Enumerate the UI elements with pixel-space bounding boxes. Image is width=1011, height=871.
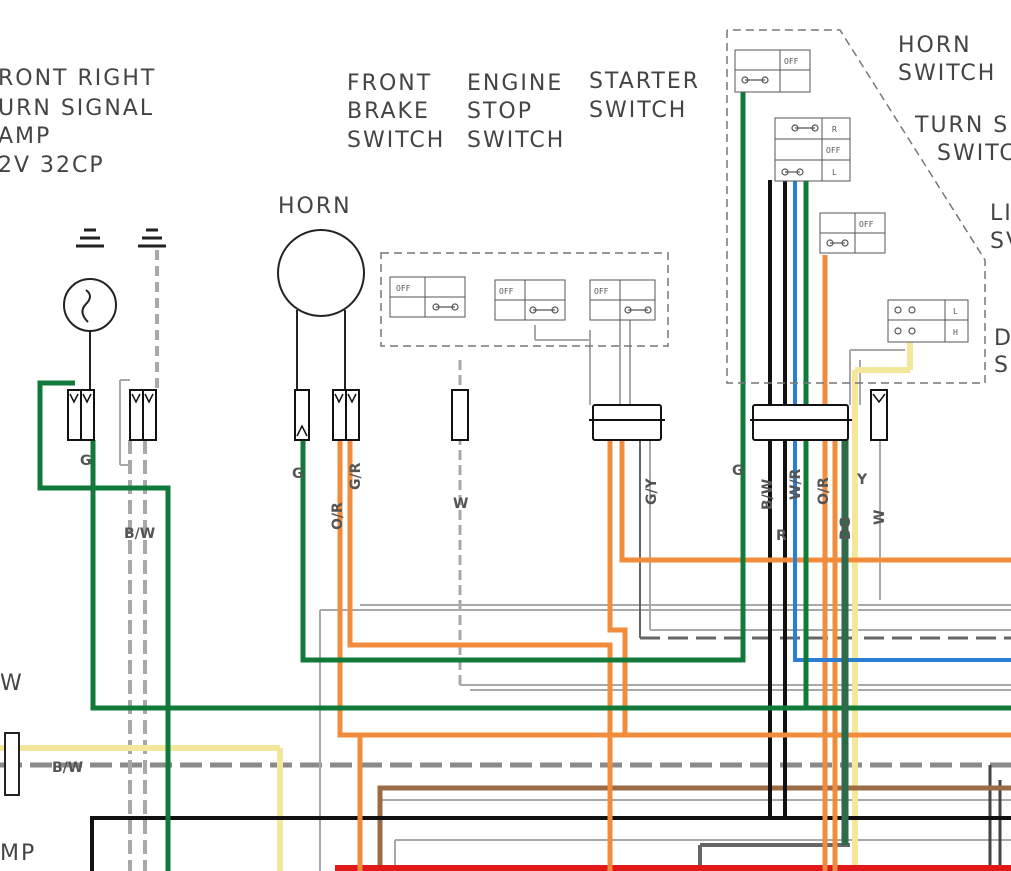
switch-tables — [389, 49, 969, 343]
dimmer-switch-label: D S — [994, 326, 1011, 378]
switch-housing-left — [380, 252, 669, 347]
front-brake-label-line2: BRAKE — [347, 99, 430, 124]
wire-label-dg: DG — [838, 517, 854, 540]
light-switch-label-line1: LI — [990, 201, 1011, 226]
green-wires — [37, 80, 1011, 871]
switch-contacts — [432, 76, 916, 335]
front-brake-label-line3: SWITCH — [347, 128, 445, 153]
wire-label-g: G — [292, 466, 304, 482]
starter-label-line2: SWITCH — [589, 98, 687, 123]
connector — [67, 389, 82, 441]
switch-l-text: L — [832, 168, 837, 177]
wire-labels: G B/W G O/R G/R W G/Y G B/W R W/R O/R DG… — [52, 453, 888, 776]
wire-label-w: W — [872, 510, 888, 525]
dimmer-switch-label-line1: D — [994, 326, 1011, 351]
wire-label-bw: B/W — [760, 479, 776, 510]
connector — [870, 389, 888, 441]
front-brake-label-line1: FRONT — [347, 71, 432, 96]
horn-switch-label: HORN SWITCH — [898, 33, 996, 86]
ground-icon-1 — [76, 228, 104, 248]
front-brake-label: FRONT BRAKE SWITCH — [347, 71, 445, 153]
connector-marks — [69, 393, 886, 437]
connector-block — [592, 404, 662, 441]
switch-off-text: OFF — [396, 284, 411, 293]
turn-signal-label-line4: 2V 32CP — [0, 153, 105, 178]
turn-switch-label-line2: SWITC — [937, 141, 1011, 166]
orange-wires — [337, 255, 1011, 871]
switch-off-text: OFF — [499, 287, 514, 296]
wire-label-gy: G/Y — [644, 477, 660, 505]
wire-label-or: O/R — [816, 477, 832, 505]
turn-signal-label-line2: URN SIGNAL — [0, 96, 154, 121]
ground-icon-2 — [138, 228, 166, 248]
connector — [80, 389, 95, 441]
black-wire — [90, 180, 1011, 871]
switch-l-text: L — [953, 307, 958, 316]
connectors — [67, 389, 888, 441]
starter-label-line1: STARTER — [589, 69, 700, 94]
connector — [129, 389, 144, 441]
engine-stop-label-line3: SWITCH — [467, 128, 565, 153]
connector — [294, 389, 310, 441]
left-mp-label: MP — [0, 841, 36, 866]
brown-wire — [377, 785, 1011, 871]
horn-component — [277, 229, 365, 390]
switch-off-text: OFF — [594, 287, 609, 296]
turn-switch-label-line1: TURN S — [914, 113, 1009, 138]
switch-off-text: OFF — [859, 220, 874, 229]
wire-label-bw: B/W — [52, 760, 83, 776]
light-switch-label: LI SV — [990, 201, 1011, 254]
turn-signal-label-line3: AMP — [0, 124, 51, 149]
horn-icon — [277, 229, 365, 317]
switch-table-text: OFF OFF OFF OFF OFF OFF R L L H — [396, 57, 958, 337]
lamp-bulb-icon — [63, 278, 117, 332]
wire-label-or: O/R — [330, 502, 346, 530]
left-connector — [4, 732, 20, 796]
horn-switch-label-line1: HORN — [898, 33, 972, 58]
wire-label-wr: W/R — [788, 468, 804, 500]
switch-off-text: OFF — [826, 146, 841, 155]
turn-switch-label: TURN S SWITC — [914, 113, 1011, 166]
connector — [345, 389, 360, 441]
wire-label-g: G — [732, 463, 744, 479]
wire-label-w: W — [453, 496, 468, 512]
dimmer-switch-label-line2: S — [994, 353, 1010, 378]
turn-signal-label: RONT RIGHT URN SIGNAL AMP 2V 32CP — [0, 66, 156, 178]
blue-wire — [793, 180, 1011, 662]
wire-label-g: G — [80, 453, 92, 469]
connector-block — [752, 404, 849, 441]
connector — [451, 389, 469, 441]
wire-label-y: Y — [856, 472, 868, 488]
engine-stop-label-line2: STOP — [467, 99, 533, 124]
connector — [142, 389, 157, 441]
wire-label-r: R — [776, 528, 787, 544]
engine-stop-label-line1: ENGINE — [467, 71, 563, 96]
wire-label-bw: B/W — [124, 526, 155, 542]
horn-switch-label-line2: SWITCH — [898, 61, 996, 86]
starter-label: STARTER SWITCH — [589, 69, 700, 123]
switch-r-text: R — [832, 125, 837, 134]
left-w-label: W — [0, 671, 24, 696]
wire-label-gr: G/R — [348, 462, 364, 490]
engine-stop-label: ENGINE STOP SWITCH — [467, 71, 565, 153]
switch-h-text: H — [953, 328, 958, 337]
horn-label: HORN — [278, 194, 352, 219]
light-switch-label-line2: SV — [990, 229, 1011, 254]
turn-signal-label-line1: RONT RIGHT — [0, 66, 156, 91]
switch-off-text: OFF — [784, 57, 799, 66]
turn-signal-lamp — [63, 278, 117, 390]
connector — [332, 389, 347, 441]
